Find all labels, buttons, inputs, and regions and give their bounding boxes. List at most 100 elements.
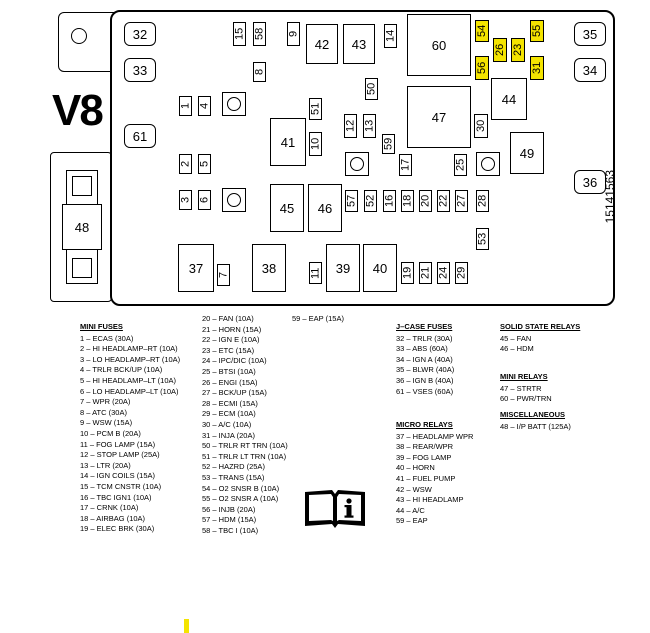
legend-item: 7 – WPR (20A) xyxy=(80,397,131,407)
legend-item: 41 – FUEL PUMP xyxy=(396,473,456,483)
fuse-51[interactable]: 51 xyxy=(309,98,322,120)
fuse-21[interactable]: 21 xyxy=(419,262,432,284)
fuse-54[interactable]: 54 xyxy=(475,20,489,42)
relay-39[interactable]: 39 xyxy=(326,244,360,292)
socket-hole xyxy=(350,157,364,171)
legend-heading-solid: SOLID STATE RELAYS xyxy=(500,322,581,331)
fuse-12[interactable]: 12 xyxy=(344,114,357,138)
relay-49[interactable]: 49 xyxy=(510,132,544,174)
relay-41[interactable]: 41 xyxy=(270,118,306,166)
legend-item: 24 – IPC/DIC (10A) xyxy=(202,356,267,366)
fuse-57[interactable]: 57 xyxy=(345,190,358,212)
legend-heading-mini-relays: MINI RELAYS xyxy=(500,372,548,381)
fuse-56[interactable]: 56 xyxy=(475,56,489,80)
legend-item: 1 – ECAS (30A) xyxy=(80,333,134,343)
socket-hole xyxy=(227,193,241,207)
fuse-27[interactable]: 27 xyxy=(455,190,468,212)
fuse-17[interactable]: 17 xyxy=(399,154,412,176)
fuse-5[interactable]: 5 xyxy=(198,154,211,174)
fuse-3[interactable]: 3 xyxy=(179,190,192,210)
fuse-18[interactable]: 18 xyxy=(401,190,414,212)
fuse-50[interactable]: 50 xyxy=(365,78,378,100)
legend-item: 59 – EAP xyxy=(396,516,428,526)
fuse-30[interactable]: 30 xyxy=(474,114,488,138)
relay-60[interactable]: 60 xyxy=(407,14,471,76)
fuse-9[interactable]: 9 xyxy=(287,22,300,46)
legend-solid-state-relays: SOLID STATE RELAYS 45 – FAN 46 – HDM xyxy=(500,322,580,355)
legend-item: 6 – LO HEADLAMP–LT (10A) xyxy=(80,386,179,396)
fuse-55[interactable]: 55 xyxy=(530,20,544,42)
fuse-6[interactable]: 6 xyxy=(198,190,211,210)
legend-heading-micro: MICRO RELAYS xyxy=(396,420,453,429)
legend-item: 50 – TRLR RT TRN (10A) xyxy=(202,441,288,451)
fuse-23[interactable]: 23 xyxy=(511,38,525,62)
legend-item: 55 – O2 SNSR A (10A) xyxy=(202,494,279,504)
legend-item: 5 – HI HEADLAMP–LT (10A) xyxy=(80,375,177,385)
maxi-fuse-48-bottom xyxy=(72,258,92,278)
fuse-35[interactable]: 35 xyxy=(574,22,606,46)
legend-item: 37 – HEADLAMP WPR xyxy=(396,431,474,441)
fuse-14[interactable]: 14 xyxy=(384,24,397,48)
legend-jcase-fuses: J–CASE FUSES 32 – TRLR (30A) 33 – ABS (6… xyxy=(396,322,454,397)
fuse-2[interactable]: 2 xyxy=(179,154,192,174)
legend-item: 25 – BTSI (10A) xyxy=(202,366,256,376)
fuse-20[interactable]: 20 xyxy=(419,190,432,212)
fuse-25[interactable]: 25 xyxy=(454,154,467,176)
fuse-4[interactable]: 4 xyxy=(198,96,211,116)
fuse-13[interactable]: 13 xyxy=(363,114,376,138)
fuse-59[interactable]: 59 xyxy=(382,134,395,154)
fuse-36[interactable]: 36 xyxy=(574,170,606,194)
fuse-53[interactable]: 53 xyxy=(476,228,489,250)
socket-hole xyxy=(481,157,495,171)
owner-manual-icon xyxy=(305,490,365,528)
legend-item: 56 – INJB (20A) xyxy=(202,504,256,514)
fuse-8[interactable]: 8 xyxy=(253,62,266,82)
legend-item: 23 – ETC (15A) xyxy=(202,345,255,355)
legend-item: 12 – STOP LAMP (25A) xyxy=(80,450,160,460)
relay-42[interactable]: 42 xyxy=(306,24,338,64)
legend-item: 28 – ECMI (15A) xyxy=(202,398,258,408)
relay-47[interactable]: 47 xyxy=(407,86,471,148)
fuse-32[interactable]: 32 xyxy=(124,22,156,46)
fuse-24[interactable]: 24 xyxy=(437,262,450,284)
relay-46[interactable]: 46 xyxy=(308,184,342,232)
relay-38[interactable]: 38 xyxy=(252,244,286,292)
fuse-7[interactable]: 7 xyxy=(217,264,230,286)
legend-item: 11 – FOG LAMP (15A) xyxy=(80,439,156,449)
fuse-11[interactable]: 11 xyxy=(309,262,322,284)
fuse-16[interactable]: 16 xyxy=(383,190,396,212)
legend-item: 52 – HAZRD (25A) xyxy=(202,462,265,472)
legend-miscellaneous: MISCELLANEOUS 48 – I/P BATT (125A) xyxy=(500,410,571,432)
fuse-28[interactable]: 28 xyxy=(476,190,489,212)
legend-item: 57 – HDM (15A) xyxy=(202,515,257,525)
fuse-29[interactable]: 29 xyxy=(455,262,468,284)
fuse-26[interactable]: 26 xyxy=(493,38,507,62)
legend-item: 32 – TRLR (30A) xyxy=(396,333,453,343)
relay-40[interactable]: 40 xyxy=(363,244,397,292)
legend-heading-jcase: J–CASE FUSES xyxy=(396,322,453,331)
legend-item: 61 – VSES (60A) xyxy=(396,386,454,396)
fuse-10[interactable]: 10 xyxy=(309,132,322,156)
relay-37[interactable]: 37 xyxy=(178,244,214,292)
legend-item: 18 – AIRBAG (10A) xyxy=(80,513,146,523)
engine-label: V8 xyxy=(52,86,104,135)
fuse-22[interactable]: 22 xyxy=(437,190,450,212)
legend-item: 13 – LTR (20A) xyxy=(80,460,131,470)
fuse-58[interactable]: 58 xyxy=(253,22,266,46)
relay-44[interactable]: 44 xyxy=(491,78,527,120)
fuse-52[interactable]: 52 xyxy=(364,190,377,212)
fuse-33[interactable]: 33 xyxy=(124,58,156,82)
fuse-19[interactable]: 19 xyxy=(401,262,414,284)
legend-item: 36 – IGN B (40A) xyxy=(396,375,454,385)
fuse-34[interactable]: 34 xyxy=(574,58,606,82)
relay-45[interactable]: 45 xyxy=(270,184,304,232)
fuse-48[interactable]: 48 xyxy=(62,204,102,250)
legend-item: 47 – STRTR xyxy=(500,383,542,393)
legend-heading-mini-fuses: MINI FUSES xyxy=(80,322,123,331)
fuse-31[interactable]: 31 xyxy=(530,56,544,80)
relay-43[interactable]: 43 xyxy=(343,24,375,64)
fuse-61[interactable]: 61 xyxy=(124,124,156,148)
fuse-15[interactable]: 15 xyxy=(233,22,246,46)
legend-item: 34 – IGN A (40A) xyxy=(396,354,453,364)
fuse-1[interactable]: 1 xyxy=(179,96,192,116)
